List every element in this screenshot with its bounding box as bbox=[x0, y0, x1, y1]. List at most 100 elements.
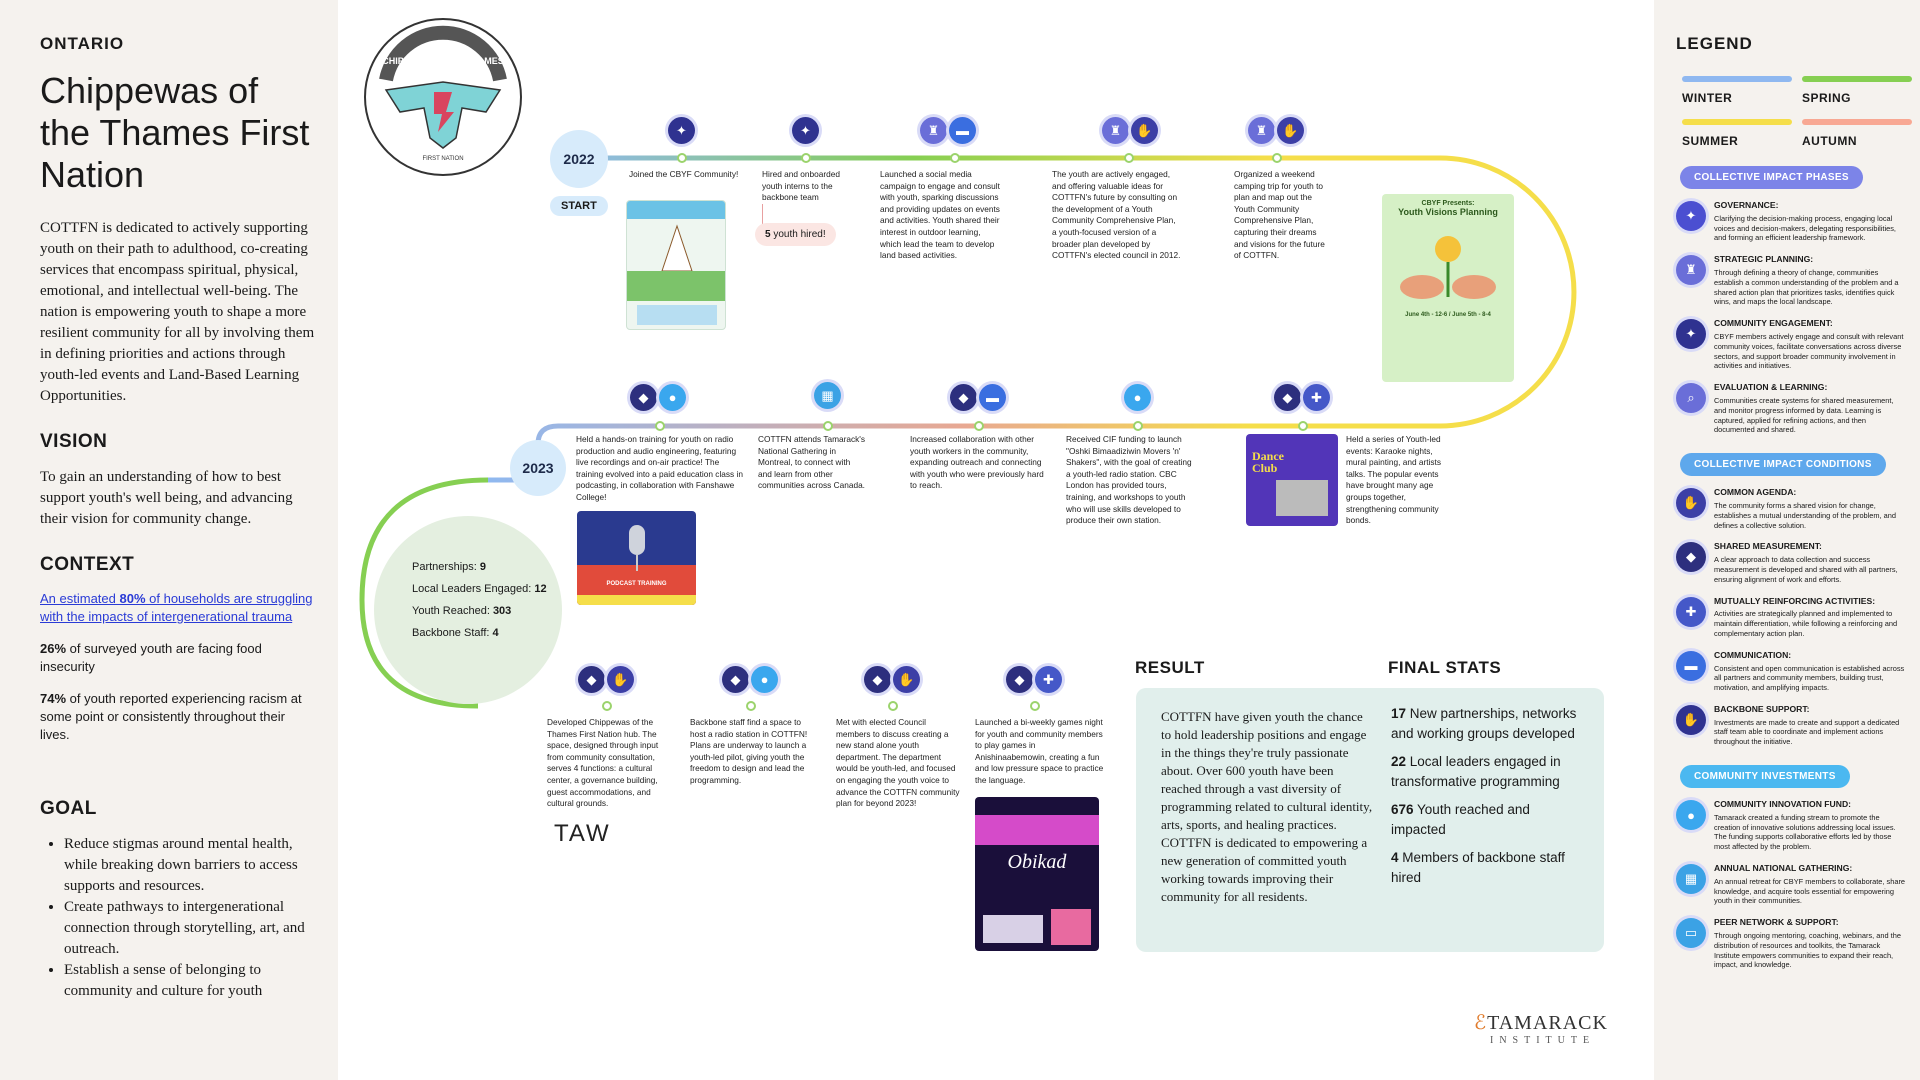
obikad-poster: Obikad bbox=[975, 797, 1099, 951]
stat-leaders: Local Leaders Engaged: 12 bbox=[412, 583, 547, 595]
timeline-dot bbox=[1030, 701, 1040, 711]
stat-youth: Youth Reached: 303 bbox=[412, 605, 512, 617]
result-text: COTTFN have given youth the chance to ho… bbox=[1161, 709, 1373, 904]
final-stat-item: 22 Local leaders engaged in transformati… bbox=[1391, 754, 1561, 789]
def-innovation-fund: ●COMMUNITY INNOVATION FUND:Tamarack crea… bbox=[1676, 799, 1906, 852]
def-engagement: ✦COMMUNITY ENGAGEMENT:CBYF members activ… bbox=[1676, 318, 1906, 371]
nation-logo: CHIPPEWAS of the THAMES FIRST NATION bbox=[364, 18, 522, 176]
timeline-dot bbox=[677, 153, 687, 163]
community-engagement-icon: ✦ bbox=[1676, 319, 1706, 350]
common-agenda-icon: ✋ bbox=[607, 666, 634, 693]
strategic-planning-icon: ♜ bbox=[1102, 117, 1129, 144]
def-evaluation: ⌕EVALUATION & LEARNING:Communities creat… bbox=[1676, 382, 1906, 435]
timeline-dot bbox=[602, 701, 612, 711]
timeline-dot bbox=[888, 701, 898, 711]
vision-heading: VISION bbox=[40, 431, 108, 452]
context-food: 26% of surveyed youth are facing food in… bbox=[40, 641, 262, 674]
page-title: Chippewas of the Thames First Nation bbox=[40, 70, 310, 195]
legend-winter: WINTER bbox=[1682, 76, 1792, 105]
year-2023: 2023 bbox=[510, 440, 566, 496]
hired-connector bbox=[762, 204, 763, 226]
def-national-gathering: ▦ANNUAL NATIONAL GATHERING:An annual ret… bbox=[1676, 863, 1906, 906]
communication-icon: ▬ bbox=[1676, 650, 1706, 681]
lightbulb-icon: ● bbox=[1676, 800, 1706, 831]
final-stats-heading: FINAL STATS bbox=[1388, 658, 1502, 677]
event-text: Held a hands-on training for youth on ra… bbox=[576, 434, 743, 502]
timeline-dot bbox=[1124, 153, 1134, 163]
legend-summer: SUMMER bbox=[1682, 119, 1792, 148]
legend-spring: SPRING bbox=[1802, 76, 1912, 105]
def-common-agenda: ✋COMMON AGENDA:The community forms a sha… bbox=[1676, 487, 1906, 530]
icon-group: ✦ bbox=[668, 117, 695, 144]
icon-group: ✦ bbox=[792, 117, 819, 144]
youth-visions-poster: CBYF Presents: Youth Visions Planning Ju… bbox=[1382, 194, 1514, 382]
community-engagement-icon: ✦ bbox=[668, 117, 695, 144]
result-box bbox=[1136, 688, 1604, 952]
common-agenda-icon: ✋ bbox=[1676, 488, 1706, 519]
investments-label: COMMUNITY INVESTMENTS bbox=[1680, 765, 1850, 789]
calendar-icon: ▦ bbox=[814, 382, 841, 409]
shared-measurement-icon: ◆ bbox=[950, 384, 977, 411]
event-text: COTTFN attends Tamarack's National Gathe… bbox=[758, 434, 866, 491]
legend-autumn: AUTUMN bbox=[1802, 119, 1912, 148]
def-governance: ✦GOVERNANCE:Clarifying the decision-maki… bbox=[1676, 200, 1906, 243]
context-link[interactable]: An estimated 80% of households are strug… bbox=[40, 591, 313, 624]
context-racism: 74% of youth reported experiencing racis… bbox=[40, 691, 302, 742]
shared-measurement-icon: ◆ bbox=[1676, 542, 1706, 573]
timeline-dot bbox=[1133, 421, 1143, 431]
timeline-dot bbox=[1272, 153, 1282, 163]
icon-group: ◆✚ bbox=[1274, 384, 1330, 411]
final-stat-item: 4 Members of backbone staff hired bbox=[1391, 850, 1565, 885]
timeline-dot bbox=[950, 153, 960, 163]
logo-bottom-text: FIRST NATION bbox=[422, 156, 463, 162]
lightbulb-icon: ● bbox=[659, 384, 686, 411]
intro-text: COTTFN is dedicated to actively supporti… bbox=[40, 220, 315, 404]
icon-group: ● bbox=[1124, 384, 1151, 411]
icon-group: ♜▬ bbox=[920, 117, 976, 144]
logo-top-text: CHIPPEWAS of the THAMES bbox=[382, 56, 504, 66]
event-text: Joined the CBYF Community! bbox=[629, 169, 739, 179]
icon-group: ◆✚ bbox=[1006, 666, 1062, 693]
def-strategic: ♜STRATEGIC PLANNING:Through defining a t… bbox=[1676, 254, 1906, 307]
icon-group: ◆● bbox=[722, 666, 778, 693]
common-agenda-icon: ✋ bbox=[893, 666, 920, 693]
goal-item: Establish a sense of belonging to commun… bbox=[64, 960, 316, 1002]
strategic-planning-icon: ♜ bbox=[920, 117, 947, 144]
icon-group: ◆✋ bbox=[864, 666, 920, 693]
shared-measurement-icon: ◆ bbox=[1006, 666, 1033, 693]
timeline-dot bbox=[746, 701, 756, 711]
common-agenda-icon: ✋ bbox=[1131, 117, 1158, 144]
timeline-area: CHIPPEWAS of the THAMES FIRST NATION 202… bbox=[338, 0, 1654, 1080]
podcast-training-poster: PODCAST TRAINING bbox=[577, 511, 696, 605]
communication-icon: ▬ bbox=[949, 117, 976, 144]
season-legend: WINTER SPRING SUMMER AUTUMN bbox=[1682, 76, 1912, 148]
calendar-icon: ▦ bbox=[1676, 864, 1706, 895]
event-text: Held a series of Youth-led events: Karao… bbox=[1346, 434, 1442, 526]
strategic-planning-icon: ♜ bbox=[1248, 117, 1275, 144]
communication-icon: ▬ bbox=[979, 384, 1006, 411]
goal-heading: GOAL bbox=[40, 798, 97, 819]
final-stats-list: 17 New partnerships, networks and workin… bbox=[1391, 704, 1583, 896]
region-label: ONTARIO bbox=[40, 34, 125, 53]
stat-staff: Backbone Staff: 4 bbox=[412, 627, 499, 639]
stats-circle: Partnerships: 9 Local Leaders Engaged: 1… bbox=[374, 516, 562, 704]
goal-list: Reduce stigmas around mental health, whi… bbox=[40, 834, 316, 1002]
icon-group: ◆● bbox=[630, 384, 686, 411]
final-stat-item: 676 Youth reached and impacted bbox=[1391, 802, 1530, 837]
def-backbone: ✋BACKBONE SUPPORT:Investments are made t… bbox=[1676, 704, 1906, 747]
timeline-dot bbox=[655, 421, 665, 431]
community-engagement-icon: ✦ bbox=[792, 117, 819, 144]
conditions-label: COLLECTIVE IMPACT CONDITIONS bbox=[1680, 453, 1886, 477]
legend-panel: LEGEND WINTER SPRING SUMMER AUTUMN COLLE… bbox=[1654, 0, 1920, 1080]
shared-measurement-icon: ◆ bbox=[578, 666, 605, 693]
event-text: Launched a bi-weekly games night for you… bbox=[975, 717, 1104, 785]
icon-group: ♜✋ bbox=[1248, 117, 1304, 144]
tamarack-logo: ℰTAMARACK INSTITUTE bbox=[1474, 1012, 1608, 1046]
phases-label: COLLECTIVE IMPACT PHASES bbox=[1680, 166, 1863, 189]
mutually-reinforcing-icon: ✚ bbox=[1035, 666, 1062, 693]
event-text: The youth are actively engaged, and offe… bbox=[1052, 169, 1181, 261]
event-text: Organized a weekend camping trip for you… bbox=[1234, 169, 1325, 261]
event-text: Hired and onboarded youth interns to the… bbox=[762, 169, 840, 203]
mutually-reinforcing-icon: ✚ bbox=[1676, 596, 1706, 627]
shared-measurement-icon: ◆ bbox=[1274, 384, 1301, 411]
